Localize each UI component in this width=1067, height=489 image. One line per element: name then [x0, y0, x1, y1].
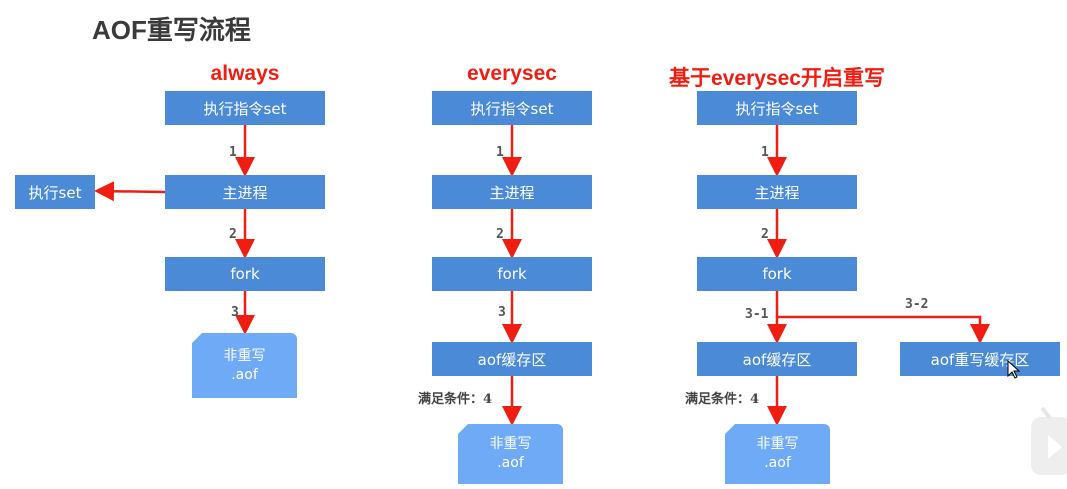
- file-ext: .aof: [764, 455, 791, 471]
- step-fork: fork: [165, 257, 325, 291]
- label-1: 1: [761, 145, 769, 160]
- mouse-cursor-icon: [1007, 360, 1021, 379]
- page-title: AOF重写流程: [92, 15, 251, 45]
- arrow: [94, 181, 166, 202]
- step-fork: fork: [697, 257, 857, 291]
- file-name: 非重写: [756, 436, 799, 452]
- label-3-1: 3-1: [745, 307, 769, 322]
- step-main-process: 主进程: [697, 175, 857, 209]
- label-1: 1: [229, 145, 237, 160]
- video-play-watermark-icon: [1031, 406, 1067, 475]
- label-2: 2: [496, 227, 504, 242]
- aof-file: 非重写 .aof: [458, 424, 563, 484]
- file-ext: .aof: [231, 366, 258, 383]
- label-2: 2: [761, 227, 769, 242]
- label-3: 3: [498, 305, 506, 320]
- step-aof-rewrite-buffer: aof重写缓存区: [900, 342, 1060, 376]
- step-main-process: 主进程: [432, 175, 592, 209]
- condition-label: 满足条件：4: [685, 392, 760, 407]
- step-main-process: 主进程: [165, 175, 325, 209]
- step-aof-buffer: aof缓存区: [432, 342, 592, 376]
- label-3: 3: [231, 305, 239, 320]
- condition-label: 满足条件：4: [418, 392, 493, 407]
- file-name: 非重写: [489, 436, 532, 452]
- label-3-2: 3-2: [905, 297, 929, 312]
- step-exec-set: 执行指令set: [432, 91, 592, 125]
- header-everysec-rewrite: 基于everysec开启重写: [669, 67, 885, 90]
- step-exec-set: 执行指令set: [165, 91, 325, 125]
- label-2: 2: [229, 227, 237, 242]
- step-fork: fork: [432, 257, 592, 291]
- header-always: always: [210, 62, 280, 85]
- file-name: 非重写: [223, 347, 266, 364]
- step-exec-set: 执行指令set: [697, 91, 857, 125]
- arrow: [777, 315, 990, 344]
- file-ext: .aof: [497, 455, 524, 471]
- aof-file: 非重写 .aof: [192, 333, 297, 398]
- aof-file: 非重写 .aof: [725, 424, 830, 484]
- step-aof-buffer: aof缓存区: [697, 342, 857, 376]
- label-1: 1: [496, 145, 504, 160]
- header-everysec: everysec: [467, 62, 557, 85]
- side-exec-set: 执行set: [15, 175, 95, 209]
